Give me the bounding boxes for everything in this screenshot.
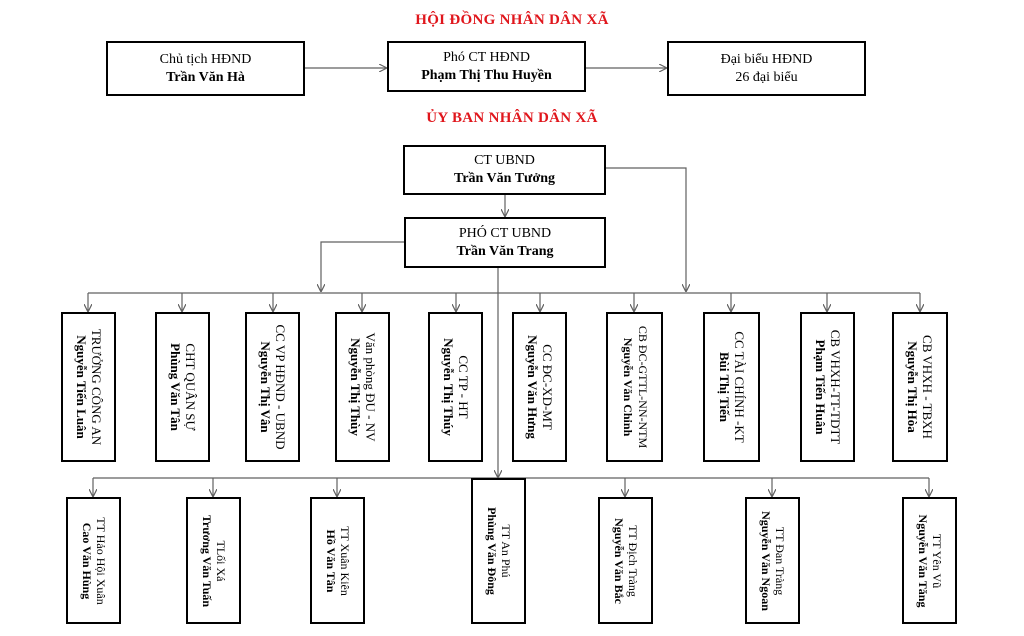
council-delegates-role: Đại biểu HĐND bbox=[720, 51, 813, 67]
official-name: Nguyễn Thị Hòa bbox=[905, 341, 920, 433]
official-role: CC ĐC-XD-MT bbox=[539, 344, 555, 430]
official-role: Văn phòng ĐU - NV bbox=[362, 332, 378, 442]
council-chair-box: Chủ tịch HĐND Trần Văn Hà bbox=[106, 41, 305, 96]
village-name: Nguyễn Văn Tăng bbox=[915, 514, 930, 607]
official-name: Nguyễn Thị Thùy bbox=[347, 338, 363, 436]
committee-chair-role: CT UBND bbox=[474, 153, 535, 168]
village-name: Nguyễn Văn Ngoan bbox=[758, 510, 773, 611]
committee-vice-box: PHÓ CT UBND Trần Văn Trang bbox=[404, 217, 606, 268]
committee-vice-role: PHÓ CT UBND bbox=[458, 225, 552, 241]
village-name: Cao Văn Hùng bbox=[79, 522, 94, 599]
village-role: TT Hảo Hội Xuân bbox=[93, 516, 108, 605]
committee-chair-name: Trần Văn Tưởng bbox=[454, 171, 555, 186]
official-name: Phùng Văn Tân bbox=[167, 343, 183, 431]
council-vice-name: Phạm Thị Thu Huyền bbox=[421, 67, 552, 83]
village-role: TT Xuân Kiên bbox=[337, 525, 352, 596]
village-role: TT Đan Tràng bbox=[772, 526, 787, 595]
official-name: Nguyễn Thị Vân bbox=[257, 341, 273, 433]
official-role: CB ĐC-GTTL-NN-NTM bbox=[635, 325, 650, 449]
committee-title: ỦY BAN NHÂN DÂN XÃ bbox=[426, 110, 598, 126]
committee-vice-name: Trần Văn Trang bbox=[456, 243, 554, 259]
official-name: Bùi Thị Tiến bbox=[716, 351, 732, 423]
village-role: TT An Phú bbox=[498, 524, 513, 578]
village-name: Trương Văn Tuấn bbox=[199, 514, 214, 607]
official-name: Nguyễn Thị Thúy bbox=[440, 338, 456, 436]
official-role: CB VHXH-TT-TDTT bbox=[827, 329, 843, 445]
village-name: Hồ Văn Tân bbox=[323, 529, 338, 592]
council-vice-box: Phó CT HĐND Phạm Thị Thu Huyền bbox=[387, 41, 586, 92]
council-delegates-box: Đại biểu HĐND 26 đại biểu bbox=[667, 41, 866, 96]
official-role: CB VHXH - TBXH bbox=[920, 335, 935, 439]
official-role: CC TP - HT bbox=[455, 355, 471, 419]
village-name: Phùng Văn Đông bbox=[484, 507, 499, 595]
village-role: TT Yên Vũ bbox=[929, 533, 944, 588]
official-name: Nguyễn Văn Hưng bbox=[524, 335, 540, 439]
village-role: TT Địch Tràng bbox=[625, 524, 640, 597]
council-title: HỘI ĐỒNG NHÂN DÂN XÃ bbox=[415, 12, 609, 28]
official-role: CC VP HĐND - UBND bbox=[272, 324, 288, 450]
official-role: CC TÀI CHÍNH -KT bbox=[731, 331, 747, 443]
council-chair-role: Chủ tịch HĐND bbox=[159, 51, 252, 67]
village-role: TLối Xá bbox=[213, 540, 228, 581]
council-delegates-count: 26 đại biểu bbox=[735, 69, 798, 85]
official-role: TRƯỞNG CÔNG AN bbox=[88, 328, 104, 446]
council-vice-role: Phó CT HĐND bbox=[443, 49, 530, 65]
committee-chair-box: CT UBND Trần Văn Tưởng bbox=[403, 145, 606, 195]
official-role: CHT QUÂN SỰ bbox=[182, 343, 198, 431]
official-name: Nguyễn Tiến Luân bbox=[73, 335, 89, 439]
village-name: Nguyễn Văn Bắc bbox=[611, 517, 626, 604]
council-chair-name: Trần Văn Hà bbox=[166, 69, 245, 85]
official-name: Nguyễn Văn Chinh bbox=[620, 337, 635, 437]
official-name: Phạm Tiến Huân bbox=[812, 339, 828, 435]
